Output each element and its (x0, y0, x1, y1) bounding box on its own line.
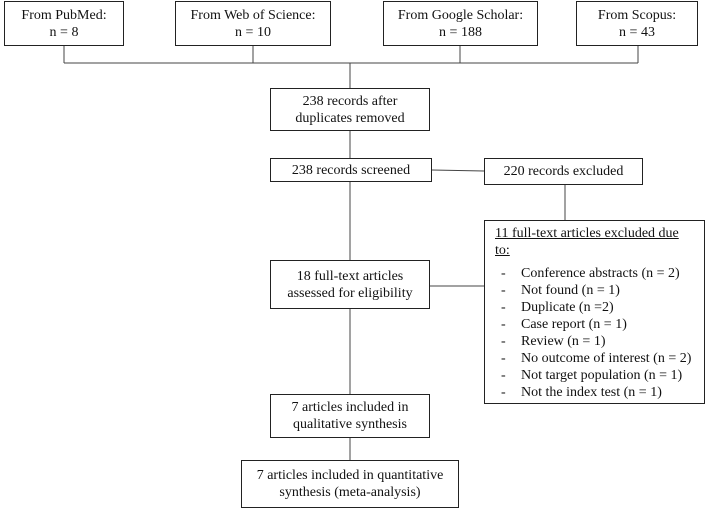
fulltext-exclusion-heading: 11 full-text articles excluded due to: (495, 226, 679, 258)
exclusion-reason: No outcome of interest (n = 2) (493, 350, 696, 367)
source-count: n = 8 (49, 24, 79, 40)
after-duplicates-line2: duplicates removed (295, 110, 405, 126)
source-count: n = 10 (235, 24, 271, 40)
eligibility-box: 18 full-text articles assessed for eligi… (270, 260, 430, 309)
exclusion-reason: Case report (n = 1) (493, 316, 696, 333)
qualitative-line2: qualitative synthesis (293, 417, 407, 432)
exclusion-reason: Review (n = 1) (493, 333, 696, 350)
source-scopus-box: From Scopus: n = 43 (576, 1, 698, 46)
after-duplicates-line1: 238 records after (302, 93, 398, 109)
source-pubmed-box: From PubMed: n = 8 (4, 1, 124, 46)
source-web-of-science-box: From Web of Science: n = 10 (175, 1, 331, 46)
exclusion-reason: Not target population (n = 1) (493, 367, 696, 384)
exclusion-reason-list: Conference abstracts (n = 2) Not found (… (493, 265, 696, 401)
qualitative-line1: 7 articles included in (291, 400, 409, 415)
fulltext-exclusion-box: 11 full-text articles excluded due to: C… (484, 220, 705, 404)
screened-box: 238 records screened (270, 158, 432, 182)
exclusion-reason: Duplicate (n =2) (493, 299, 696, 316)
source-count: n = 188 (439, 24, 482, 40)
source-label: From Web of Science: (190, 7, 316, 23)
qualitative-synthesis-box: 7 articles included in qualitative synth… (270, 394, 430, 438)
exclusion-reason: Conference abstracts (n = 2) (493, 265, 696, 282)
source-label: From Google Scholar: (397, 7, 524, 23)
records-excluded-box: 220 records excluded (484, 158, 643, 185)
records-excluded-text: 220 records excluded (503, 164, 624, 179)
quantitative-line1: 7 articles included in quantitative (256, 468, 444, 483)
exclusion-reason: Not the index test (n = 1) (493, 384, 696, 401)
source-label: From PubMed: (21, 7, 107, 23)
after-duplicates-box: 238 records after duplicates removed (270, 88, 430, 131)
exclusion-reason: Not found (n = 1) (493, 282, 696, 299)
screened-text: 238 records screened (291, 162, 411, 178)
source-count: n = 43 (619, 24, 655, 40)
source-google-scholar-box: From Google Scholar: n = 188 (383, 1, 538, 46)
quantitative-line2: synthesis (meta-analysis) (279, 485, 421, 500)
quantitative-synthesis-box: 7 articles included in quantitative synt… (241, 460, 459, 508)
eligibility-line1: 18 full-text articles (296, 268, 404, 284)
eligibility-line2: assessed for eligibility (287, 285, 413, 301)
source-label: From Scopus: (597, 7, 677, 23)
